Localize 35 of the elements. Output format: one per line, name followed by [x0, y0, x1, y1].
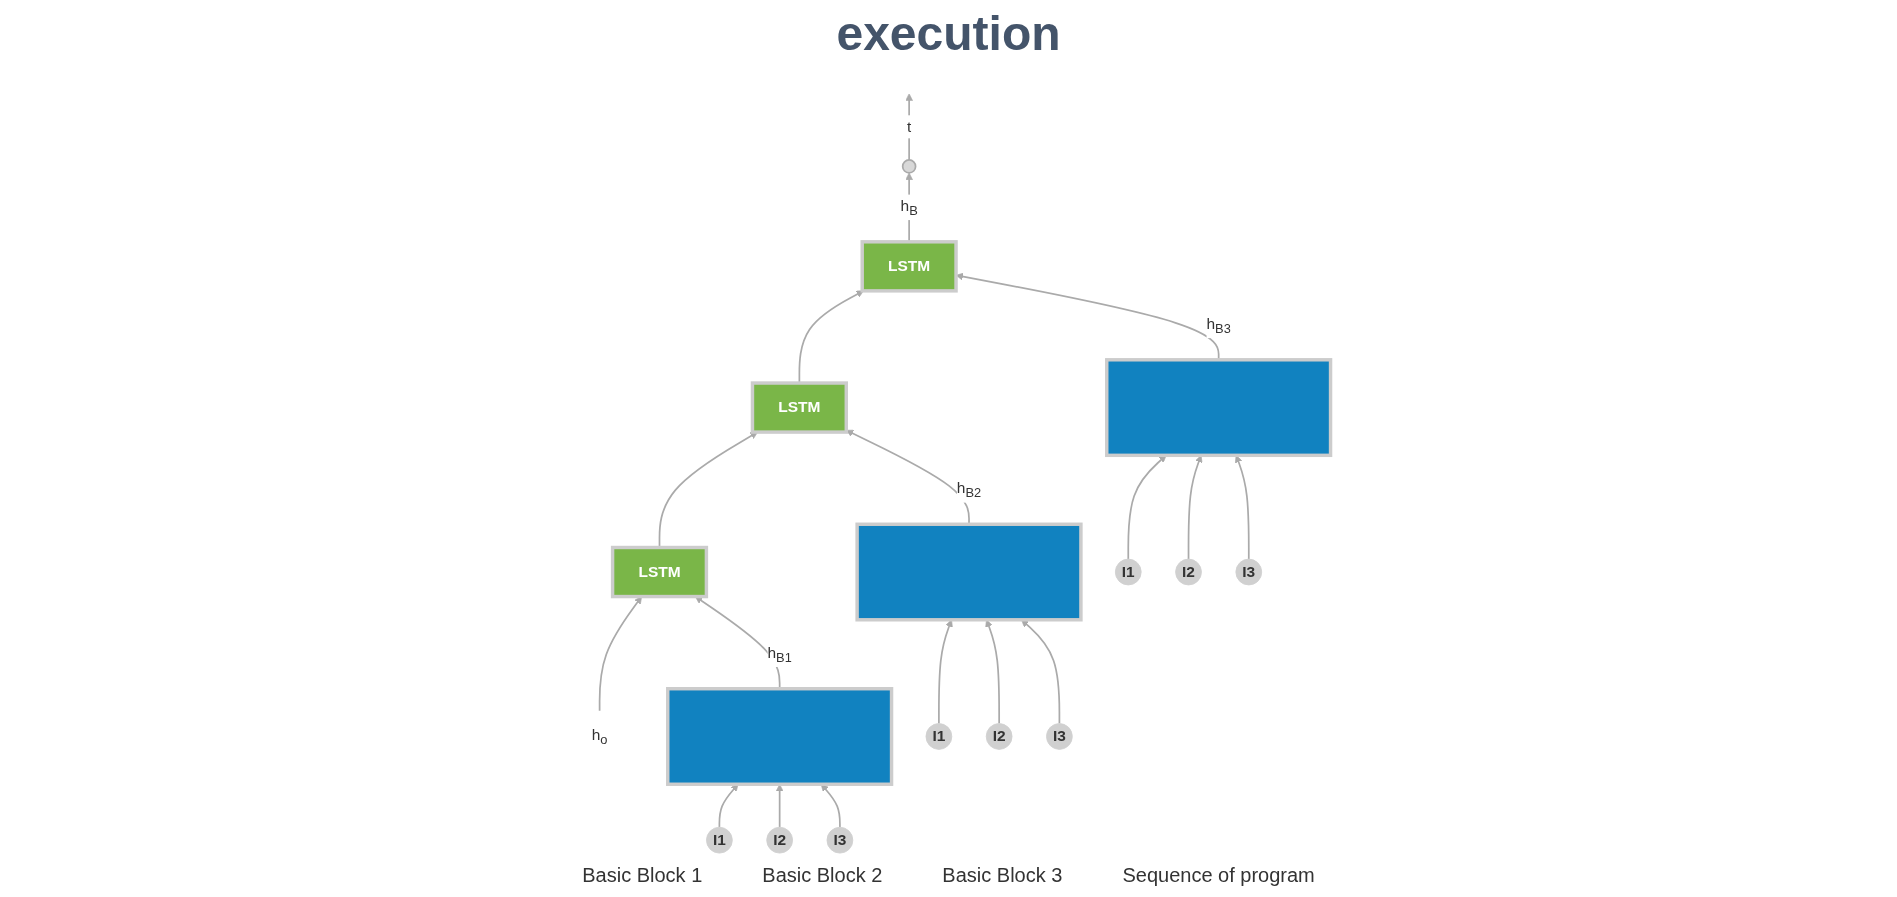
arrow: [1021, 619, 1061, 725]
node-circle: I3: [1235, 558, 1263, 586]
node-circle: I2: [766, 826, 794, 854]
node-box: [1105, 358, 1333, 458]
node-circle: I2: [1175, 558, 1203, 586]
node-box: LSTM: [751, 381, 849, 434]
node-circle: I3: [826, 826, 854, 854]
edge-label: h$_{B}$: [900, 196, 919, 218]
block-label: Basic Block 1: [582, 864, 703, 887]
node-box: [855, 522, 1083, 622]
node-circle: I1: [925, 723, 953, 750]
node-circle: I1: [706, 826, 733, 854]
node-circle: [902, 159, 917, 174]
node-text: h$_{o}$: [591, 726, 608, 747]
node-circle: I2: [986, 723, 1013, 750]
arrow: [1187, 455, 1203, 560]
edge-label: t: [907, 117, 912, 136]
edge-label: h$_{B2}$: [957, 479, 982, 500]
node-box: LSTM: [860, 240, 959, 293]
node-box: [666, 687, 894, 786]
block-label: Basic Block 2: [762, 864, 883, 887]
arrow: [985, 619, 1001, 725]
arrow: [938, 619, 953, 725]
arrow: [599, 596, 643, 712]
node-circle: I3: [1046, 723, 1074, 750]
edge-label: h$_{B3}$: [1206, 314, 1232, 336]
edge-label: h$_{B1}$: [767, 643, 793, 665]
arrow: [1127, 455, 1167, 560]
arrow: [1235, 455, 1250, 560]
diagram-title: execution: [836, 6, 1061, 61]
arrow: [905, 93, 914, 161]
node-circle: I1: [1115, 558, 1142, 586]
block-label: Basic Block 3: [942, 864, 1063, 887]
node-box: LSTM: [611, 545, 709, 599]
block-label: Sequence of program: [1122, 864, 1315, 887]
